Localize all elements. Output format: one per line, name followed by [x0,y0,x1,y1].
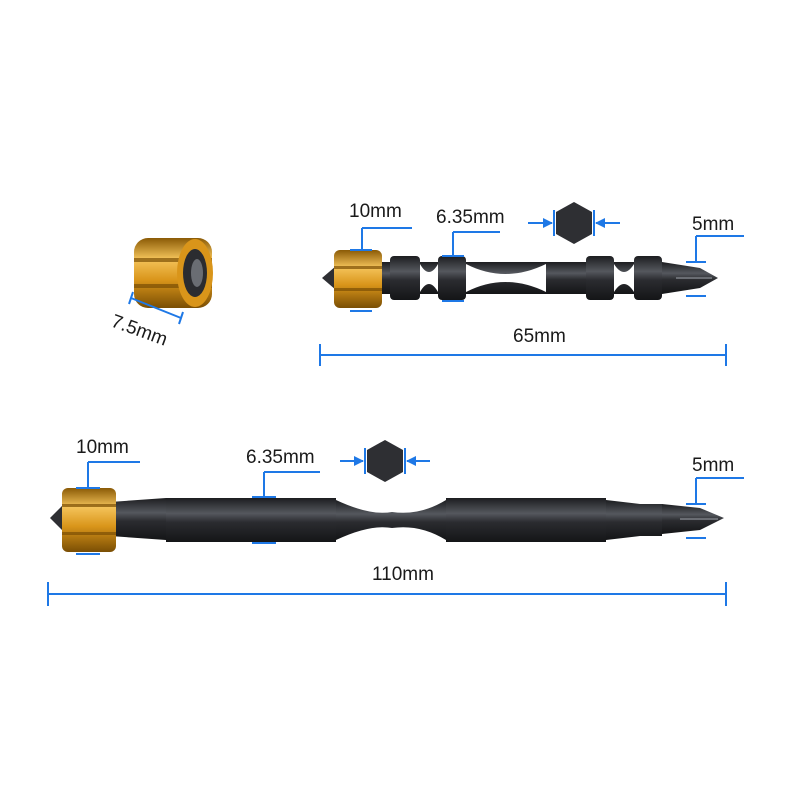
long-bit-length-dimension: 110mm [47,564,727,606]
long-bit-hex-section [446,498,606,542]
long-bit-hex-profile [340,440,430,482]
hexagon-icon [367,440,403,482]
long-bit-left-tip [50,504,64,532]
short-bit-tip-label: 5mm [692,214,734,235]
short-bit [322,250,718,308]
long-bit-shank-dimension: 6.35mm [246,447,320,544]
long-bit-sleeve-label: 10mm [76,437,129,458]
short-bit-hex-section [634,256,662,300]
long-bit-magnetic-sleeve [62,488,116,552]
short-bit-sleeve-dimension: 10mm [349,201,412,312]
sleeve-groove [134,258,212,262]
sleeve-width-label: 7.5mm [108,311,170,351]
short-bit-shank-dimension: 6.35mm [436,207,505,302]
long-bit-hex-section [166,498,336,542]
hexagon-icon [556,202,592,244]
short-bit-sleeve-label: 10mm [349,201,402,222]
long-bit-torsion-neck [336,500,446,540]
sleeve-bore-highlight [191,259,203,287]
long-bit [50,488,724,552]
short-bit-hex-section [438,256,466,300]
long-bit-collar [110,498,166,540]
long-bit-sleeve-dimension: 10mm [76,437,140,555]
sleeve-groove [134,284,212,288]
short-bit-shank-label: 6.35mm [436,207,505,228]
magnetic-sleeve [134,238,213,308]
long-bit-tip-label: 5mm [692,455,734,476]
short-bit-tip-dimension: 5mm [686,214,744,297]
short-bit-torsion-neck [466,264,546,292]
long-bit-tip-dimension: 5mm [686,455,744,539]
short-bit-length-label: 65mm [513,326,566,347]
short-bit-torsion-neck [420,264,438,292]
short-bit-length-dimension: 65mm [319,326,727,366]
short-bit-torsion-neck [614,264,634,292]
short-bit-hex-section [390,256,420,300]
short-bit-left-tip [322,266,336,290]
short-bit-hex-section [586,256,614,300]
short-bit-magnetic-sleeve [334,250,382,308]
short-bit-hex-profile [528,202,620,244]
long-bit-collar [606,500,662,540]
long-bit-length-label: 110mm [372,564,434,585]
long-bit-shank-label: 6.35mm [246,447,315,468]
